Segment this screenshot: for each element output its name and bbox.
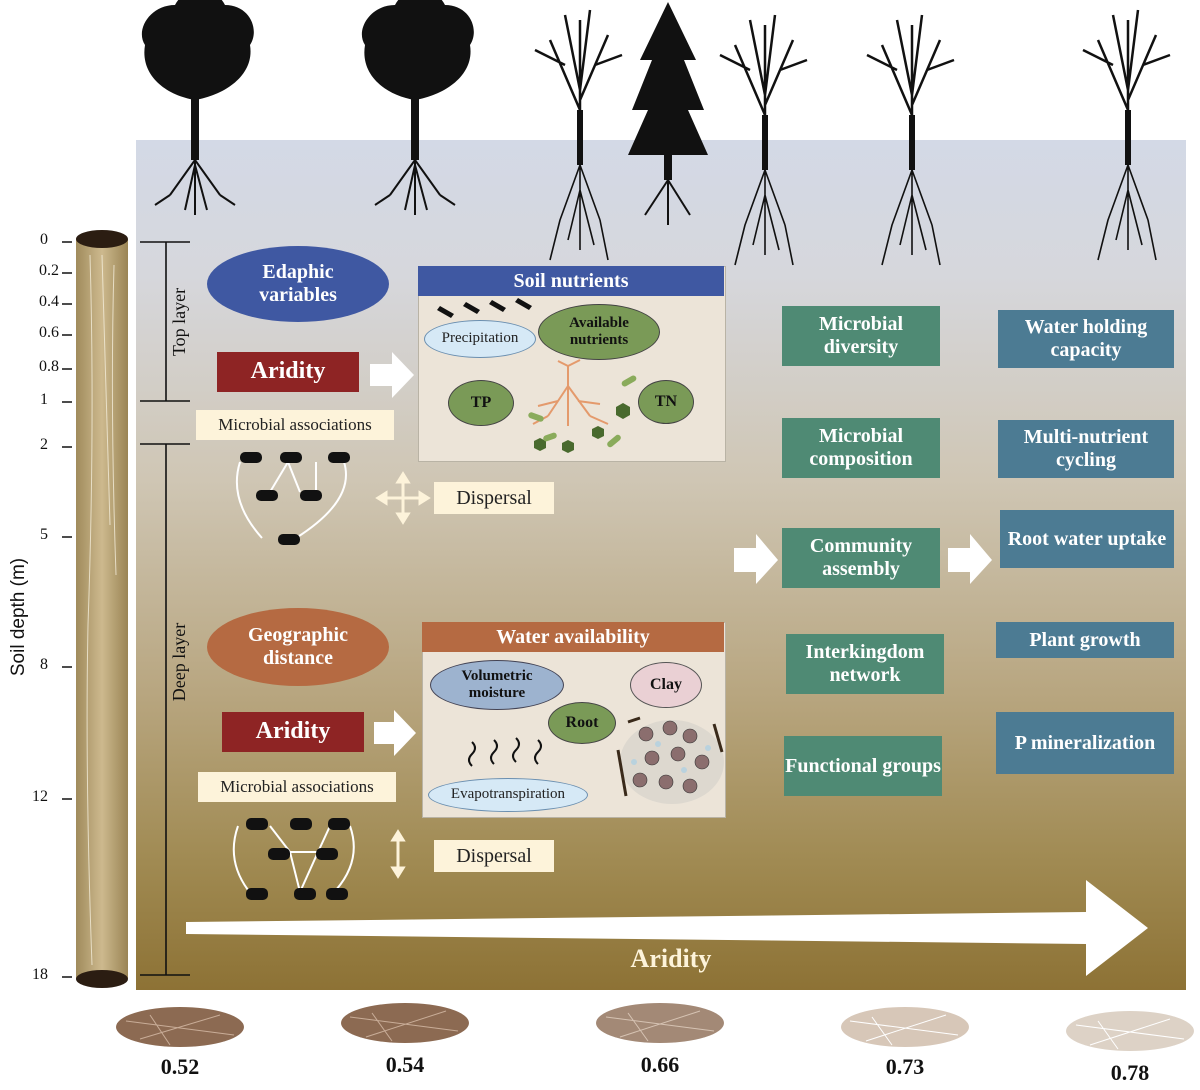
soil-samples [116, 1003, 1194, 1051]
depth-tick: 1 [40, 391, 48, 408]
arrow-right-icon [948, 534, 992, 584]
microbial-associations-top-label: Microbial associations [196, 410, 394, 440]
aridity-gradient-label: Aridity [630, 944, 712, 974]
aridity-value-5: 0.78 [1110, 1060, 1150, 1086]
geographic-distance-node: Geographic distance [207, 608, 389, 686]
soil-sample-icon [1066, 1011, 1194, 1051]
arrow-right-icon [374, 710, 416, 756]
mineral-particle-icons [534, 403, 630, 453]
depth-scale [62, 241, 190, 978]
root-water-uptake-box: Root water uptake [1000, 510, 1174, 568]
depth-tick: 0.4 [39, 293, 59, 310]
microbial-network-top-icon [235, 452, 350, 545]
rain-drop-icons [437, 298, 532, 318]
depth-tick: 0.6 [39, 324, 59, 341]
multi-nutrient-cycling-box: Multi-nutrient cycling [998, 420, 1174, 478]
dispersal-top-arrows-icon [375, 471, 431, 525]
microbial-composition-box: Microbial composition [782, 418, 940, 478]
arrow-right-icon [734, 534, 778, 584]
interkingdom-network-box: Interkingdom network [786, 634, 944, 694]
soil-aggregate-icon [616, 716, 724, 804]
depth-tick: 2 [40, 436, 48, 453]
soil-core-icon [76, 230, 128, 988]
aridity-value-3: 0.66 [640, 1052, 680, 1078]
depth-tick: 0.2 [39, 262, 59, 279]
depth-tick: 0.8 [39, 358, 59, 375]
aridity-value-1: 0.52 [160, 1054, 200, 1080]
plant-growth-box: Plant growth [996, 622, 1174, 658]
trees-illustration [140, 0, 1172, 267]
depth-tick: 5 [40, 526, 48, 543]
water-availability-illustration [468, 716, 724, 804]
soil-sample-icon [116, 1007, 244, 1047]
soil-nutrients-title: Soil nutrients [418, 266, 724, 296]
functional-groups-box: Functional groups [784, 736, 942, 796]
dispersal-top-label: Dispersal [434, 482, 554, 514]
microbial-network-deep-icon [232, 818, 355, 900]
precipitation-node: Precipitation [424, 320, 536, 358]
root-node: Root [548, 702, 616, 744]
water-holding-capacity-box: Water holding capacity [998, 310, 1174, 368]
clay-node: Clay [630, 662, 702, 708]
aridity-gradient-arrow-icon [186, 880, 1148, 976]
dispersal-deep-arrows-icon [390, 829, 406, 879]
available-nutrients-node: Available nutrients [538, 304, 660, 360]
deep-layer-bracket [140, 443, 190, 976]
depth-tick: 0 [40, 231, 48, 248]
aridity-value-2: 0.54 [385, 1052, 425, 1078]
evaporation-wave-icons [468, 737, 542, 767]
dispersal-deep-label: Dispersal [434, 840, 554, 872]
depth-tick: 8 [40, 656, 48, 673]
arrow-right-icon [370, 352, 414, 398]
soil-sample-icon [596, 1003, 724, 1043]
soil-nutrients-illustration [437, 298, 637, 453]
microbial-associations-deep-label: Microbial associations [198, 772, 396, 802]
microbe-rod-icons [528, 375, 637, 448]
aridity-top-box: Aridity [217, 352, 359, 392]
water-availability-title: Water availability [422, 622, 724, 652]
soil-sample-icon [341, 1003, 469, 1043]
flow-arrows [186, 352, 1148, 976]
tp-node: TP [448, 380, 514, 426]
tn-node: TN [638, 380, 694, 424]
volumetric-moisture-node: Volumetric moisture [430, 660, 564, 710]
p-mineralization-box: P mineralization [996, 712, 1174, 774]
evapotranspiration-node: Evapotranspiration [428, 778, 588, 812]
conifer-icon [628, 2, 708, 225]
community-assembly-box: Community assembly [782, 528, 940, 588]
top-layer-bracket [140, 241, 190, 402]
depth-tick: 18 [32, 966, 48, 983]
aridity-value-4: 0.73 [885, 1054, 925, 1080]
edaphic-variables-node: Edaphic variables [207, 246, 389, 322]
soil-sample-icon [841, 1007, 969, 1047]
microbial-diversity-box: Microbial diversity [782, 306, 940, 366]
aridity-deep-box: Aridity [222, 712, 364, 752]
depth-tick: 12 [32, 788, 48, 805]
